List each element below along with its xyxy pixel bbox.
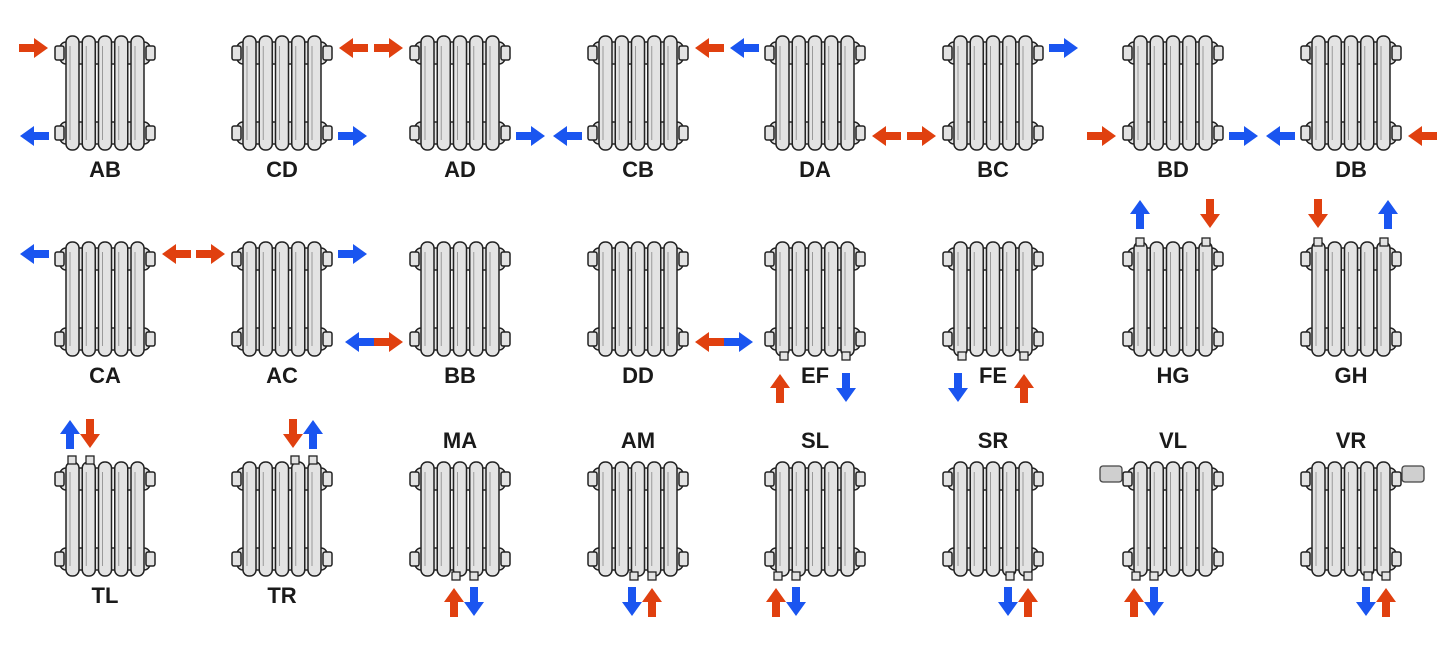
connection-code-label: AB: [89, 157, 121, 182]
connection-code-label: GH: [1335, 363, 1368, 388]
connection-code-label: FE: [979, 363, 1007, 388]
return-arrow: [338, 244, 367, 264]
return-arrow: [948, 373, 968, 402]
radiator-dd: [587, 241, 753, 357]
connection-code-label: BD: [1157, 157, 1189, 182]
flow-arrow: [1014, 374, 1034, 403]
return-arrow: [730, 38, 759, 58]
return-arrow: [1266, 126, 1295, 146]
return-arrow: [1378, 200, 1398, 229]
flow-arrow: [374, 332, 403, 352]
flow-arrow: [19, 38, 48, 58]
flow-arrow: [766, 588, 786, 617]
radiator-bd: [1087, 35, 1258, 151]
return-arrow: [60, 420, 80, 449]
return-arrow: [1229, 126, 1258, 146]
flow-arrow: [283, 419, 303, 448]
connection-code-label: VL: [1159, 428, 1187, 453]
flow-arrow: [642, 588, 662, 617]
return-arrow: [553, 126, 582, 146]
radiator-ef: [764, 241, 866, 403]
radiator-ad: [374, 35, 545, 151]
flow-arrow: [1308, 199, 1328, 228]
return-arrow: [786, 587, 806, 616]
return-arrow: [1356, 587, 1376, 616]
radiator-gh: [1300, 199, 1402, 357]
radiator-ca: [20, 241, 191, 357]
return-arrow: [464, 587, 484, 616]
connection-code-label: SR: [978, 428, 1009, 453]
flow-arrow: [374, 38, 403, 58]
radiator-sl: [764, 461, 866, 617]
connection-code-label: EF: [801, 363, 829, 388]
flow-arrow: [695, 332, 724, 352]
connection-code-label: AC: [266, 363, 298, 388]
flow-arrow: [444, 588, 464, 617]
radiator-tr: [231, 419, 333, 577]
connection-code-label: VR: [1336, 428, 1367, 453]
connection-code-label: CB: [622, 157, 654, 182]
radiator-cb: [553, 35, 724, 151]
return-arrow: [20, 126, 49, 146]
flow-arrow: [770, 374, 790, 403]
connection-code-label: BB: [444, 363, 476, 388]
return-arrow: [622, 587, 642, 616]
radiator-ab: [19, 35, 156, 151]
flow-arrow: [1200, 199, 1220, 228]
return-arrow: [516, 126, 545, 146]
flow-arrow: [1124, 588, 1144, 617]
connection-code-label: SL: [801, 428, 829, 453]
radiator-db: [1266, 35, 1437, 151]
connection-code-label: HG: [1157, 363, 1190, 388]
radiator-fe: [942, 241, 1044, 403]
flow-arrow: [1018, 588, 1038, 617]
connection-code-label: TL: [92, 583, 119, 608]
return-arrow: [338, 126, 367, 146]
radiator-vr: [1300, 461, 1425, 617]
flow-arrow: [872, 126, 901, 146]
return-arrow: [724, 332, 753, 352]
flow-arrow: [1087, 126, 1116, 146]
connection-code-label: CA: [89, 363, 121, 388]
return-arrow: [836, 373, 856, 402]
radiator-bc: [907, 35, 1078, 151]
connection-code-label: DA: [799, 157, 831, 182]
radiator-hg: [1122, 199, 1224, 357]
connection-code-label: CD: [266, 157, 298, 182]
radiator-sr: [942, 461, 1044, 617]
flow-arrow: [1376, 588, 1396, 617]
radiator-da: [730, 35, 901, 151]
return-arrow: [1049, 38, 1078, 58]
radiator-tl: [54, 419, 156, 577]
flow-arrow: [339, 38, 368, 58]
connection-code-label: MA: [443, 428, 477, 453]
radiator-am: [587, 461, 689, 617]
return-arrow: [303, 420, 323, 449]
connection-code-label: TR: [267, 583, 296, 608]
radiator-cd: [231, 35, 368, 151]
flow-arrow: [196, 244, 225, 264]
flow-arrow: [80, 419, 100, 448]
return-arrow: [345, 332, 374, 352]
flow-arrow: [907, 126, 936, 146]
return-arrow: [998, 587, 1018, 616]
radiator-ac: [196, 241, 367, 357]
connection-code-label: AD: [444, 157, 476, 182]
flow-arrow: [695, 38, 724, 58]
flow-arrow: [1408, 126, 1437, 146]
return-arrow: [1130, 200, 1150, 229]
connection-code-label: BC: [977, 157, 1009, 182]
connection-code-label: AM: [621, 428, 655, 453]
flow-arrow: [162, 244, 191, 264]
radiator-bb: [345, 241, 511, 357]
radiator-ma: [409, 461, 511, 617]
connection-code-label: DD: [622, 363, 654, 388]
return-arrow: [1144, 587, 1164, 616]
return-arrow: [20, 244, 49, 264]
radiator-vl: [1099, 461, 1224, 617]
connection-code-label: DB: [1335, 157, 1367, 182]
